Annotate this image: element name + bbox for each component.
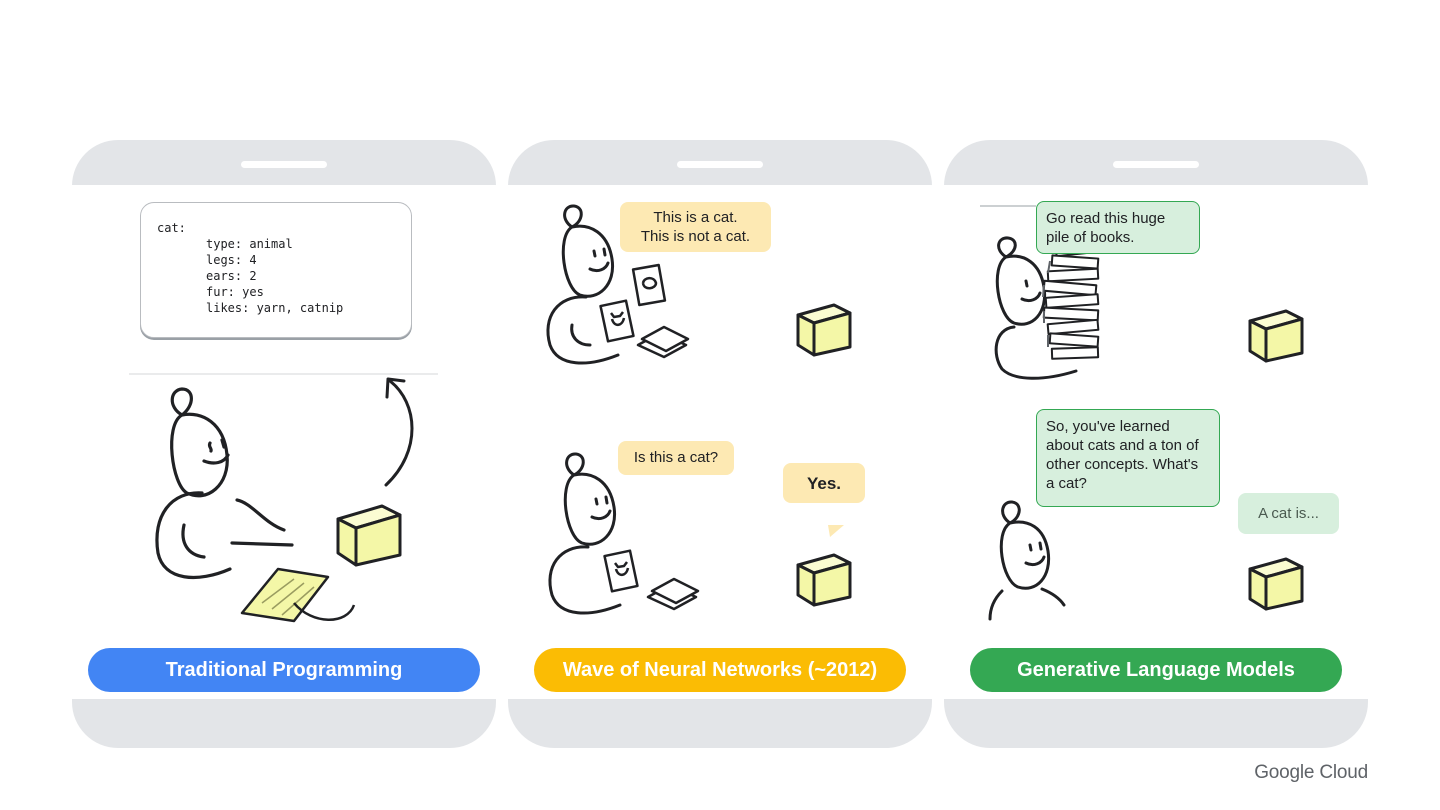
- yes-bubble-tail: [828, 525, 844, 537]
- cat-photo-card: [599, 299, 635, 343]
- arrow-up-icon: [384, 377, 414, 487]
- speech-bubble-training: This is a cat. This is not a cat.: [620, 202, 771, 252]
- neural-illustration: [546, 204, 852, 615]
- cable-line: [293, 602, 356, 621]
- speech-bubble-yes: Yes.: [783, 463, 865, 503]
- book-stack-icon: [1042, 241, 1100, 360]
- code-line-likes: likes: yarn, catnip: [206, 301, 344, 315]
- computer-cube-icon: [336, 504, 402, 567]
- code-line-type: type: animal: [206, 237, 293, 251]
- code-card: cat: type: animal legs: 4 ears: 2 fur: y…: [140, 202, 412, 338]
- cube-icon: [1248, 557, 1304, 611]
- brand-logo-text: Google Cloud: [1254, 762, 1368, 783]
- panel-generative-models: Go read this huge pile of books. So, you…: [944, 140, 1368, 748]
- phone-notch: [241, 161, 327, 168]
- person-icon: [548, 452, 622, 615]
- person-icon: [546, 204, 620, 365]
- speech-bubble-answer: A cat is...: [1238, 493, 1339, 534]
- code-line-legs: legs: 4: [206, 253, 257, 267]
- photo-stack-icon: [636, 325, 690, 359]
- training-line-1: This is a cat.: [653, 209, 738, 226]
- code-head: cat:: [157, 221, 186, 235]
- dog-photo-card: [631, 263, 667, 307]
- cube-icon: [1248, 309, 1304, 363]
- speech-bubble-question: Is this a cat?: [618, 441, 734, 475]
- person-icon: [155, 387, 294, 580]
- label-neural-networks: Wave of Neural Networks (~2012): [534, 648, 906, 692]
- keyboard-icon: [240, 567, 330, 623]
- speech-bubble-instruction: Go read this huge pile of books.: [1036, 201, 1200, 254]
- cat-photo-card: [603, 549, 639, 593]
- generative-illustration: [980, 205, 1304, 621]
- panel-screen: Go read this huge pile of books. So, you…: [944, 185, 1368, 699]
- cube-icon: [796, 553, 852, 607]
- cube-icon: [796, 303, 852, 357]
- person-icon: [988, 500, 1066, 621]
- label-generative-models: Generative Language Models: [970, 648, 1342, 692]
- speech-bubble-question: So, you've learned about cats and a ton …: [1036, 409, 1220, 507]
- person-icon: [994, 236, 1078, 380]
- phone-notch: [1113, 161, 1199, 168]
- training-line-2: This is not a cat.: [640, 228, 751, 245]
- panel-traditional-programming: cat: type: animal legs: 4 ears: 2 fur: y…: [72, 140, 496, 748]
- label-traditional-programming: Traditional Programming: [88, 648, 480, 692]
- code-line-fur: fur: yes: [206, 285, 264, 299]
- traditional-illustration: [129, 373, 438, 623]
- photo-stack-icon: [646, 577, 700, 611]
- panel-neural-networks: This is a cat. This is not a cat. Is thi…: [508, 140, 932, 748]
- panel-screen: cat: type: animal legs: 4 ears: 2 fur: y…: [72, 185, 496, 699]
- code-line-ears: ears: 2: [206, 269, 257, 283]
- panel-screen: This is a cat. This is not a cat. Is thi…: [508, 185, 932, 699]
- phone-notch: [677, 161, 763, 168]
